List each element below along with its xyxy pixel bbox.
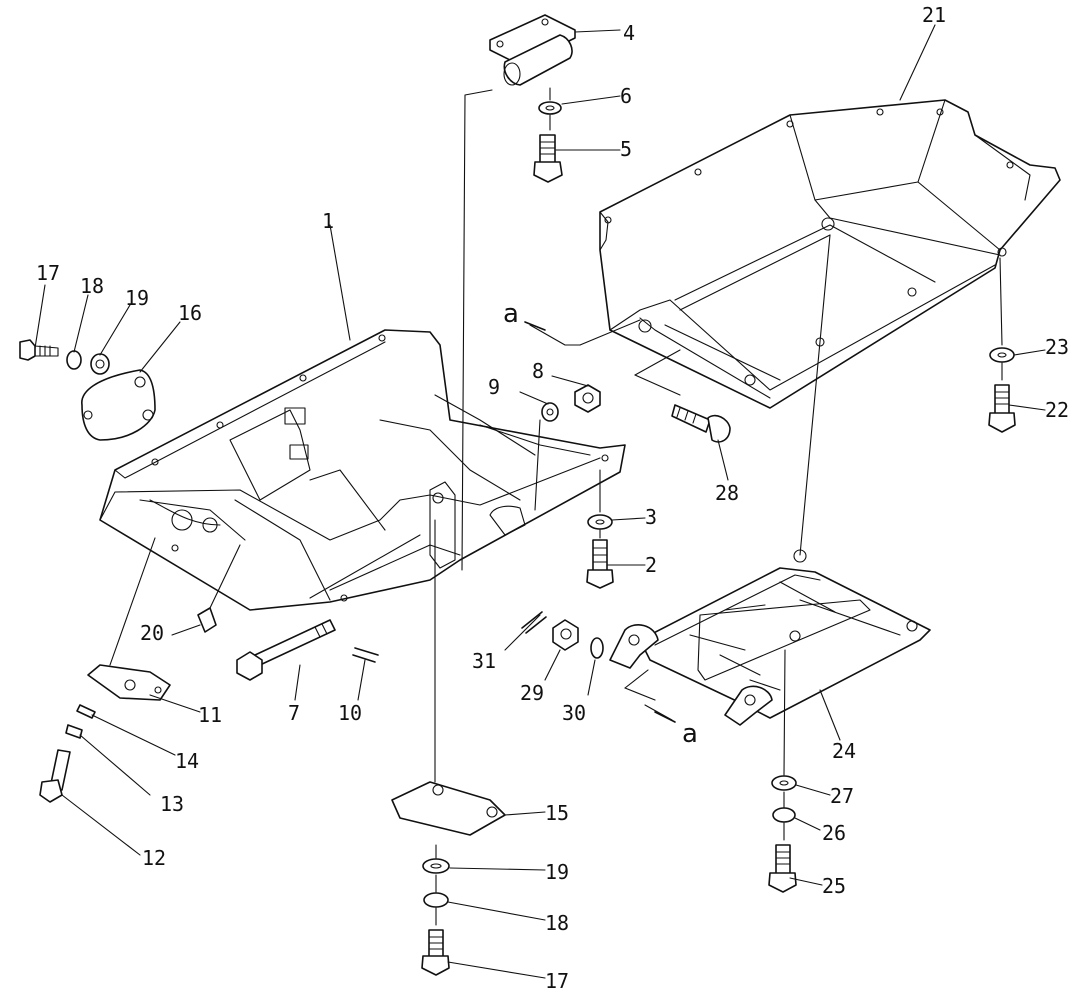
label-19-left: 19 — [125, 286, 149, 310]
label-9: 9 — [488, 375, 500, 399]
label-24: 24 — [832, 739, 856, 763]
bolt-12 — [39, 749, 71, 803]
washer-3 — [587, 514, 613, 530]
label-16: 16 — [178, 301, 202, 325]
label-14: 14 — [175, 749, 199, 773]
ref-mark-a-bottom: a — [682, 719, 698, 749]
label-20: 20 — [140, 621, 164, 645]
cover-part-15 — [391, 781, 506, 836]
washer-26 — [772, 807, 796, 823]
washer-19-bottom — [422, 858, 450, 874]
bolt-17-bottom — [421, 929, 450, 976]
label-23: 23 — [1045, 335, 1069, 359]
label-21: 21 — [922, 3, 946, 27]
label-10: 10 — [338, 701, 362, 725]
bolt-22 — [988, 384, 1016, 433]
label-5: 5 — [620, 137, 632, 161]
washer-18-left — [66, 350, 82, 370]
label-31: 31 — [472, 649, 496, 673]
label-12: 12 — [142, 846, 166, 870]
nut-8 — [574, 384, 601, 413]
washer-6 — [538, 101, 562, 115]
washer-30 — [590, 637, 604, 659]
label-22: 22 — [1045, 398, 1069, 422]
label-15: 15 — [545, 801, 569, 825]
pin-13 — [65, 724, 83, 739]
label-30: 30 — [562, 701, 586, 725]
part-labels: 4 6 5 21 1 17 18 19 16 8 9 3 2 28 23 22 … — [36, 3, 1069, 993]
frame-part-1 — [99, 329, 626, 611]
pin-31 — [521, 611, 547, 634]
washer-27 — [771, 775, 797, 791]
washer-23 — [989, 347, 1015, 363]
label-28: 28 — [715, 481, 739, 505]
label-4: 4 — [623, 21, 635, 45]
label-2: 2 — [645, 553, 657, 577]
bolt-2 — [586, 539, 614, 589]
bolt-17-left — [19, 339, 59, 361]
label-7: 7 — [288, 701, 300, 725]
label-18-left: 18 — [80, 274, 104, 298]
bolt-28 — [671, 404, 731, 443]
cover-part-16 — [81, 369, 156, 441]
guard-part-21 — [599, 99, 1061, 409]
spring-14 — [76, 704, 96, 719]
plug-20 — [197, 607, 217, 633]
bolt-25 — [768, 844, 797, 893]
label-26: 26 — [822, 821, 846, 845]
label-17-bottom: 17 — [545, 969, 569, 993]
hinge-part-4 — [489, 14, 576, 86]
plate-11 — [87, 664, 171, 701]
label-18-bottom: 18 — [545, 911, 569, 935]
label-17-left: 17 — [36, 261, 60, 285]
label-8: 8 — [532, 359, 544, 383]
label-25: 25 — [822, 874, 846, 898]
bolt-5 — [533, 134, 563, 183]
long-bolt-7 — [236, 619, 336, 681]
assembly-lines — [109, 87, 1003, 926]
label-13: 13 — [160, 792, 184, 816]
guard-part-24 — [609, 549, 931, 726]
label-6: 6 — [620, 84, 632, 108]
pin-10 — [352, 647, 379, 663]
washer-18-bottom — [423, 892, 449, 908]
label-1: 1 — [322, 209, 334, 233]
ref-mark-a-top: a — [503, 299, 519, 329]
washer-19-left — [90, 353, 110, 375]
label-11: 11 — [198, 703, 222, 727]
arrow-ref-a-top — [524, 321, 546, 331]
leader-lines — [34, 24, 1046, 979]
label-3: 3 — [645, 505, 657, 529]
nut-29 — [552, 619, 579, 651]
washer-9 — [541, 402, 559, 422]
arrow-ref-a-bottom — [654, 711, 676, 723]
label-27: 27 — [830, 784, 854, 808]
label-29: 29 — [520, 681, 544, 705]
label-19-bottom: 19 — [545, 860, 569, 884]
